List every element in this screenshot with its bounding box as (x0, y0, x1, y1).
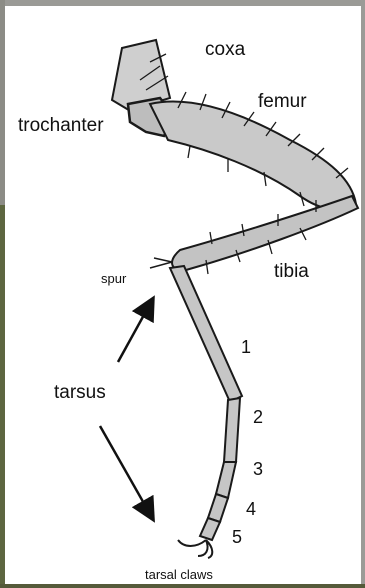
label-segment-1: 1 (241, 338, 251, 356)
label-spur: spur (101, 272, 126, 285)
tarsus-segment-1 (170, 266, 242, 402)
tibial-spur (150, 258, 172, 268)
label-segment-2: 2 (253, 408, 263, 426)
tarsus-segment-3 (216, 462, 236, 498)
tarsal-claws (178, 540, 212, 558)
label-trochanter: trochanter (18, 116, 104, 135)
label-tarsal-claws: tarsal claws (145, 568, 213, 581)
label-tibia: tibia (274, 262, 309, 281)
label-segment-4: 4 (246, 500, 256, 518)
femur-segment (150, 102, 356, 210)
tarsus-segment-4 (208, 494, 228, 522)
label-tarsus: tarsus (54, 383, 106, 402)
tarsus-arrow-down (100, 426, 150, 514)
label-segment-5: 5 (232, 528, 242, 546)
label-segment-3: 3 (253, 460, 263, 478)
tarsus-segment-5 (200, 518, 220, 540)
tibia-segment (172, 196, 358, 270)
tarsus-segment-2 (224, 398, 240, 462)
tarsus-arrow-up (118, 304, 150, 362)
label-femur: femur (258, 92, 307, 111)
label-coxa: coxa (205, 40, 245, 59)
